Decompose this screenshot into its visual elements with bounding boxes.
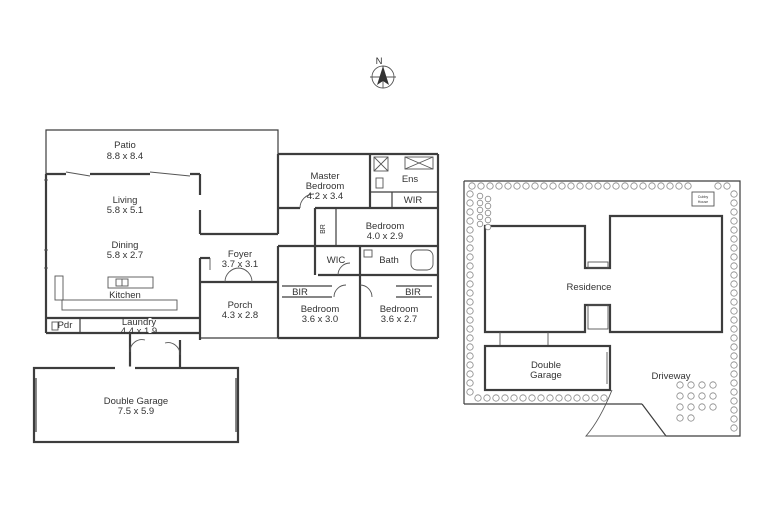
- pdr-label: Pdr: [58, 320, 73, 331]
- dining-size: 5.8 x 2.7: [107, 250, 143, 261]
- room-labels: Patio 8.8 x 8.4 Living 5.8 x 5.1 Dining …: [58, 140, 423, 417]
- site-garage-label-1: Double: [531, 360, 561, 371]
- bir-right-label: BIR: [405, 287, 421, 298]
- north-compass-icon: N: [370, 56, 396, 89]
- laundry-size: 4.4 x 1.9: [121, 326, 157, 337]
- bir-left-label: BIR: [292, 287, 308, 298]
- residence-label: Residence: [567, 282, 612, 293]
- patio-label: Patio: [114, 140, 136, 151]
- cubby-label-2: House: [698, 200, 708, 204]
- patio-size: 8.8 x 8.4: [107, 151, 143, 162]
- bedroom2-label: Bedroom: [301, 304, 340, 315]
- kitchen-island: [107, 276, 154, 289]
- garage-size: 7.5 x 5.9: [118, 406, 154, 417]
- master-size: 4.2 x 3.4: [307, 191, 343, 202]
- site-boundary: [464, 180, 741, 437]
- cubby-house: [691, 191, 715, 207]
- laundry-label: Laundry: [122, 317, 157, 328]
- residence-outline: [483, 214, 724, 334]
- kitchen-bench: [61, 299, 178, 311]
- site-garage-label-2: Garage: [530, 370, 562, 381]
- porch-size: 4.3 x 2.8: [222, 310, 258, 321]
- garage-outline: [32, 366, 240, 444]
- bedroom3-label: Bedroom: [380, 304, 419, 315]
- living-size: 5.8 x 5.1: [107, 205, 143, 216]
- bedroom3-size: 3.6 x 2.7: [381, 314, 417, 325]
- master-label-1: Master: [310, 171, 339, 182]
- bedroom1-size: 4.0 x 2.9: [367, 231, 403, 242]
- site-plan: Cubby House Residence Double Garage Driv…: [463, 180, 741, 437]
- kitchen-label: Kitchen: [109, 290, 141, 301]
- floor-plan: [32, 129, 440, 444]
- bath-label: Bath: [379, 255, 399, 266]
- master-label-2: Bedroom: [306, 181, 345, 192]
- foyer-size: 3.7 x 3.1: [222, 259, 258, 270]
- ens-label: Ens: [402, 174, 419, 185]
- living-label: Living: [113, 195, 138, 206]
- garden-hedge: [466, 182, 738, 432]
- dining-label: Dining: [112, 240, 139, 251]
- bathtub: [410, 249, 434, 271]
- compass-label: N: [376, 56, 383, 67]
- br-small-label: BR: [320, 224, 327, 234]
- bedroom2-size: 3.6 x 3.0: [302, 314, 338, 325]
- site-garage: [483, 344, 612, 392]
- foyer-label: Foyer: [228, 249, 252, 260]
- garage-label: Double Garage: [104, 396, 168, 407]
- bedroom1-label: Bedroom: [366, 221, 405, 232]
- wir-label: WIR: [404, 195, 423, 206]
- wic-label: WIC: [327, 255, 346, 266]
- cubby-label-1: Cubby: [698, 195, 709, 199]
- patio-outline: [45, 129, 279, 174]
- driveway-label: Driveway: [651, 371, 690, 382]
- porch-label: Porch: [228, 300, 253, 311]
